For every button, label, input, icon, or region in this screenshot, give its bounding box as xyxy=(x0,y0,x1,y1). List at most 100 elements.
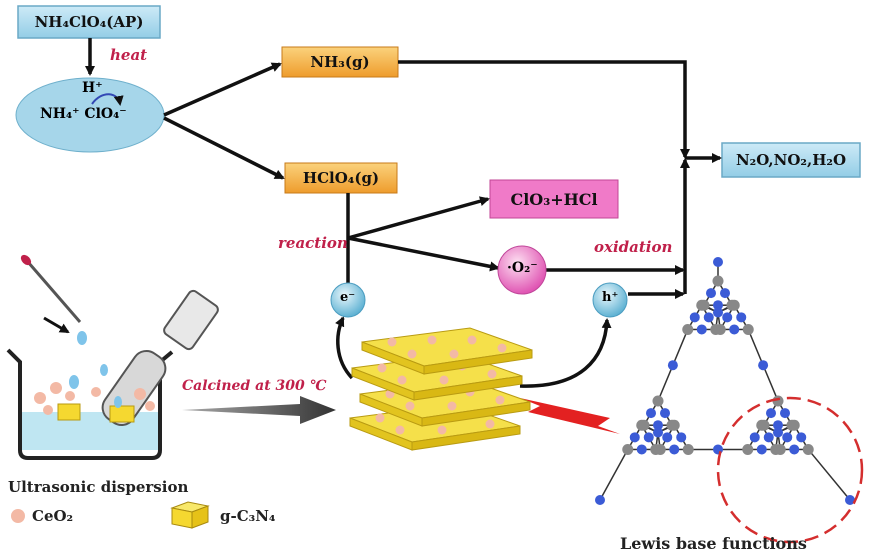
nitrogen-atom xyxy=(749,432,760,443)
carbon-atom xyxy=(802,443,814,455)
hclo4-label: HClO₄(g) xyxy=(302,169,380,187)
heat-label: heat xyxy=(110,46,148,64)
carbon-atom xyxy=(712,275,724,287)
sheet-to-hole-arrow xyxy=(519,318,612,388)
ultrasonic-caption: Ultrasonic dispersion xyxy=(8,478,189,496)
nitrogen-atom xyxy=(736,312,747,323)
nitrogen-atom xyxy=(796,432,807,443)
nitrogen-atom xyxy=(713,257,723,267)
nitrogen-atom xyxy=(689,312,700,323)
superoxide-ball xyxy=(497,245,547,295)
ceo2-particle xyxy=(439,375,449,385)
nitrogen-atom xyxy=(667,360,678,371)
carbon-atom xyxy=(682,323,694,335)
nitrogen-atom xyxy=(713,300,723,311)
ceo2-particle xyxy=(407,349,417,359)
carbon-atom xyxy=(682,443,694,455)
nh3-box xyxy=(281,46,399,78)
nitrogen-atom xyxy=(780,408,790,419)
nitrogen-atom xyxy=(643,432,654,443)
nitrogen-atom xyxy=(720,288,730,299)
ap-label: NH₄ClO₄(AP) xyxy=(34,13,144,31)
nitrogen-atom xyxy=(595,495,605,505)
ceo2-particle xyxy=(377,363,387,373)
to-nh3-arrow xyxy=(163,62,282,117)
nitrogen-atom xyxy=(756,444,767,455)
carbon-atom xyxy=(772,395,784,407)
carbon-atom xyxy=(714,323,726,335)
nitrogen-atom xyxy=(653,420,663,431)
ceo2-particle xyxy=(437,425,447,435)
ceo2-particle xyxy=(387,337,397,347)
nitrogen-atom xyxy=(662,432,673,443)
proton-label: H⁺ xyxy=(82,80,103,96)
carbon-atom xyxy=(636,419,648,431)
nitrogen-atom xyxy=(676,432,687,443)
lewis-base-caption: Lewis base functions xyxy=(620,534,807,553)
hole-ball xyxy=(592,282,628,318)
ceo2-particle xyxy=(495,395,505,405)
carbon-atom xyxy=(788,419,800,431)
carbon-atom xyxy=(756,419,768,431)
ceo2-particle xyxy=(405,401,415,411)
clo3-box xyxy=(489,179,619,219)
ceo2-particle xyxy=(375,413,385,423)
water-drops xyxy=(69,331,122,408)
carbon-atom xyxy=(652,395,664,407)
nitrogen-atom xyxy=(773,420,783,431)
nitrogen-atom xyxy=(789,444,800,455)
nitrogen-atom xyxy=(773,427,783,438)
proton-transfer-arrow xyxy=(91,93,124,106)
layered-sheets xyxy=(349,327,533,451)
dropper-icon xyxy=(20,254,82,323)
nitrogen-atom xyxy=(646,408,656,419)
gc3n4-legend-label: g-C₃N₄ xyxy=(220,507,276,525)
ceo2-particle xyxy=(467,335,477,345)
ceo2-particle xyxy=(447,401,457,411)
nitrogen-atom xyxy=(660,408,670,419)
ceo2-particle xyxy=(487,369,497,379)
carbon-atom xyxy=(622,443,634,455)
nitrogen-atom xyxy=(696,324,707,335)
nitrogen-atom xyxy=(713,444,723,455)
nitrogen-atom xyxy=(782,432,793,443)
products-box xyxy=(721,142,861,178)
calcination-arrow xyxy=(182,396,336,424)
oxidation-label: oxidation xyxy=(594,238,673,256)
carbon-atom xyxy=(668,419,680,431)
nitrogen-atom xyxy=(758,360,769,371)
ceo2-particle xyxy=(395,425,405,435)
nitrogen-atom xyxy=(703,312,714,323)
to-hclo4-arrow xyxy=(163,116,285,180)
nitrogen-atom xyxy=(722,312,733,323)
to-clo3-arrow xyxy=(347,196,490,240)
beaker xyxy=(6,254,219,460)
nitrogen-atom xyxy=(763,432,774,443)
electron-ball xyxy=(330,282,366,318)
nitrogen-atom xyxy=(629,432,640,443)
nitrogen-atom xyxy=(669,444,680,455)
sheet-to-electron-arrow xyxy=(335,316,354,380)
nitrogen-atom xyxy=(636,444,647,455)
ceo2-legend-label: CeO₂ xyxy=(32,507,74,525)
nitrogen-atom xyxy=(706,288,716,299)
ceo2-particle xyxy=(397,375,407,385)
products-label: N₂O,NO₂,H₂O xyxy=(735,151,847,169)
hclo4-box xyxy=(284,162,398,194)
nitrogen-atom xyxy=(729,324,740,335)
carbon-atom xyxy=(774,443,786,455)
to-superoxide-arrow xyxy=(347,236,500,272)
lewis-base-highlight-circle xyxy=(716,396,864,544)
nitrogen-atom xyxy=(845,495,855,505)
drop-arrow xyxy=(43,316,70,334)
carbon-atom xyxy=(654,443,666,455)
ion-pair-label: NH₄⁺ ClO₄⁻ xyxy=(40,106,127,122)
ceo2-particles-in-beaker xyxy=(34,382,155,415)
red-spark-icon xyxy=(520,398,620,434)
ap-box xyxy=(17,5,161,39)
carbon-atom xyxy=(742,443,754,455)
hole-label: h⁺ xyxy=(602,290,619,305)
nh3-label: NH₃(g) xyxy=(310,53,370,71)
